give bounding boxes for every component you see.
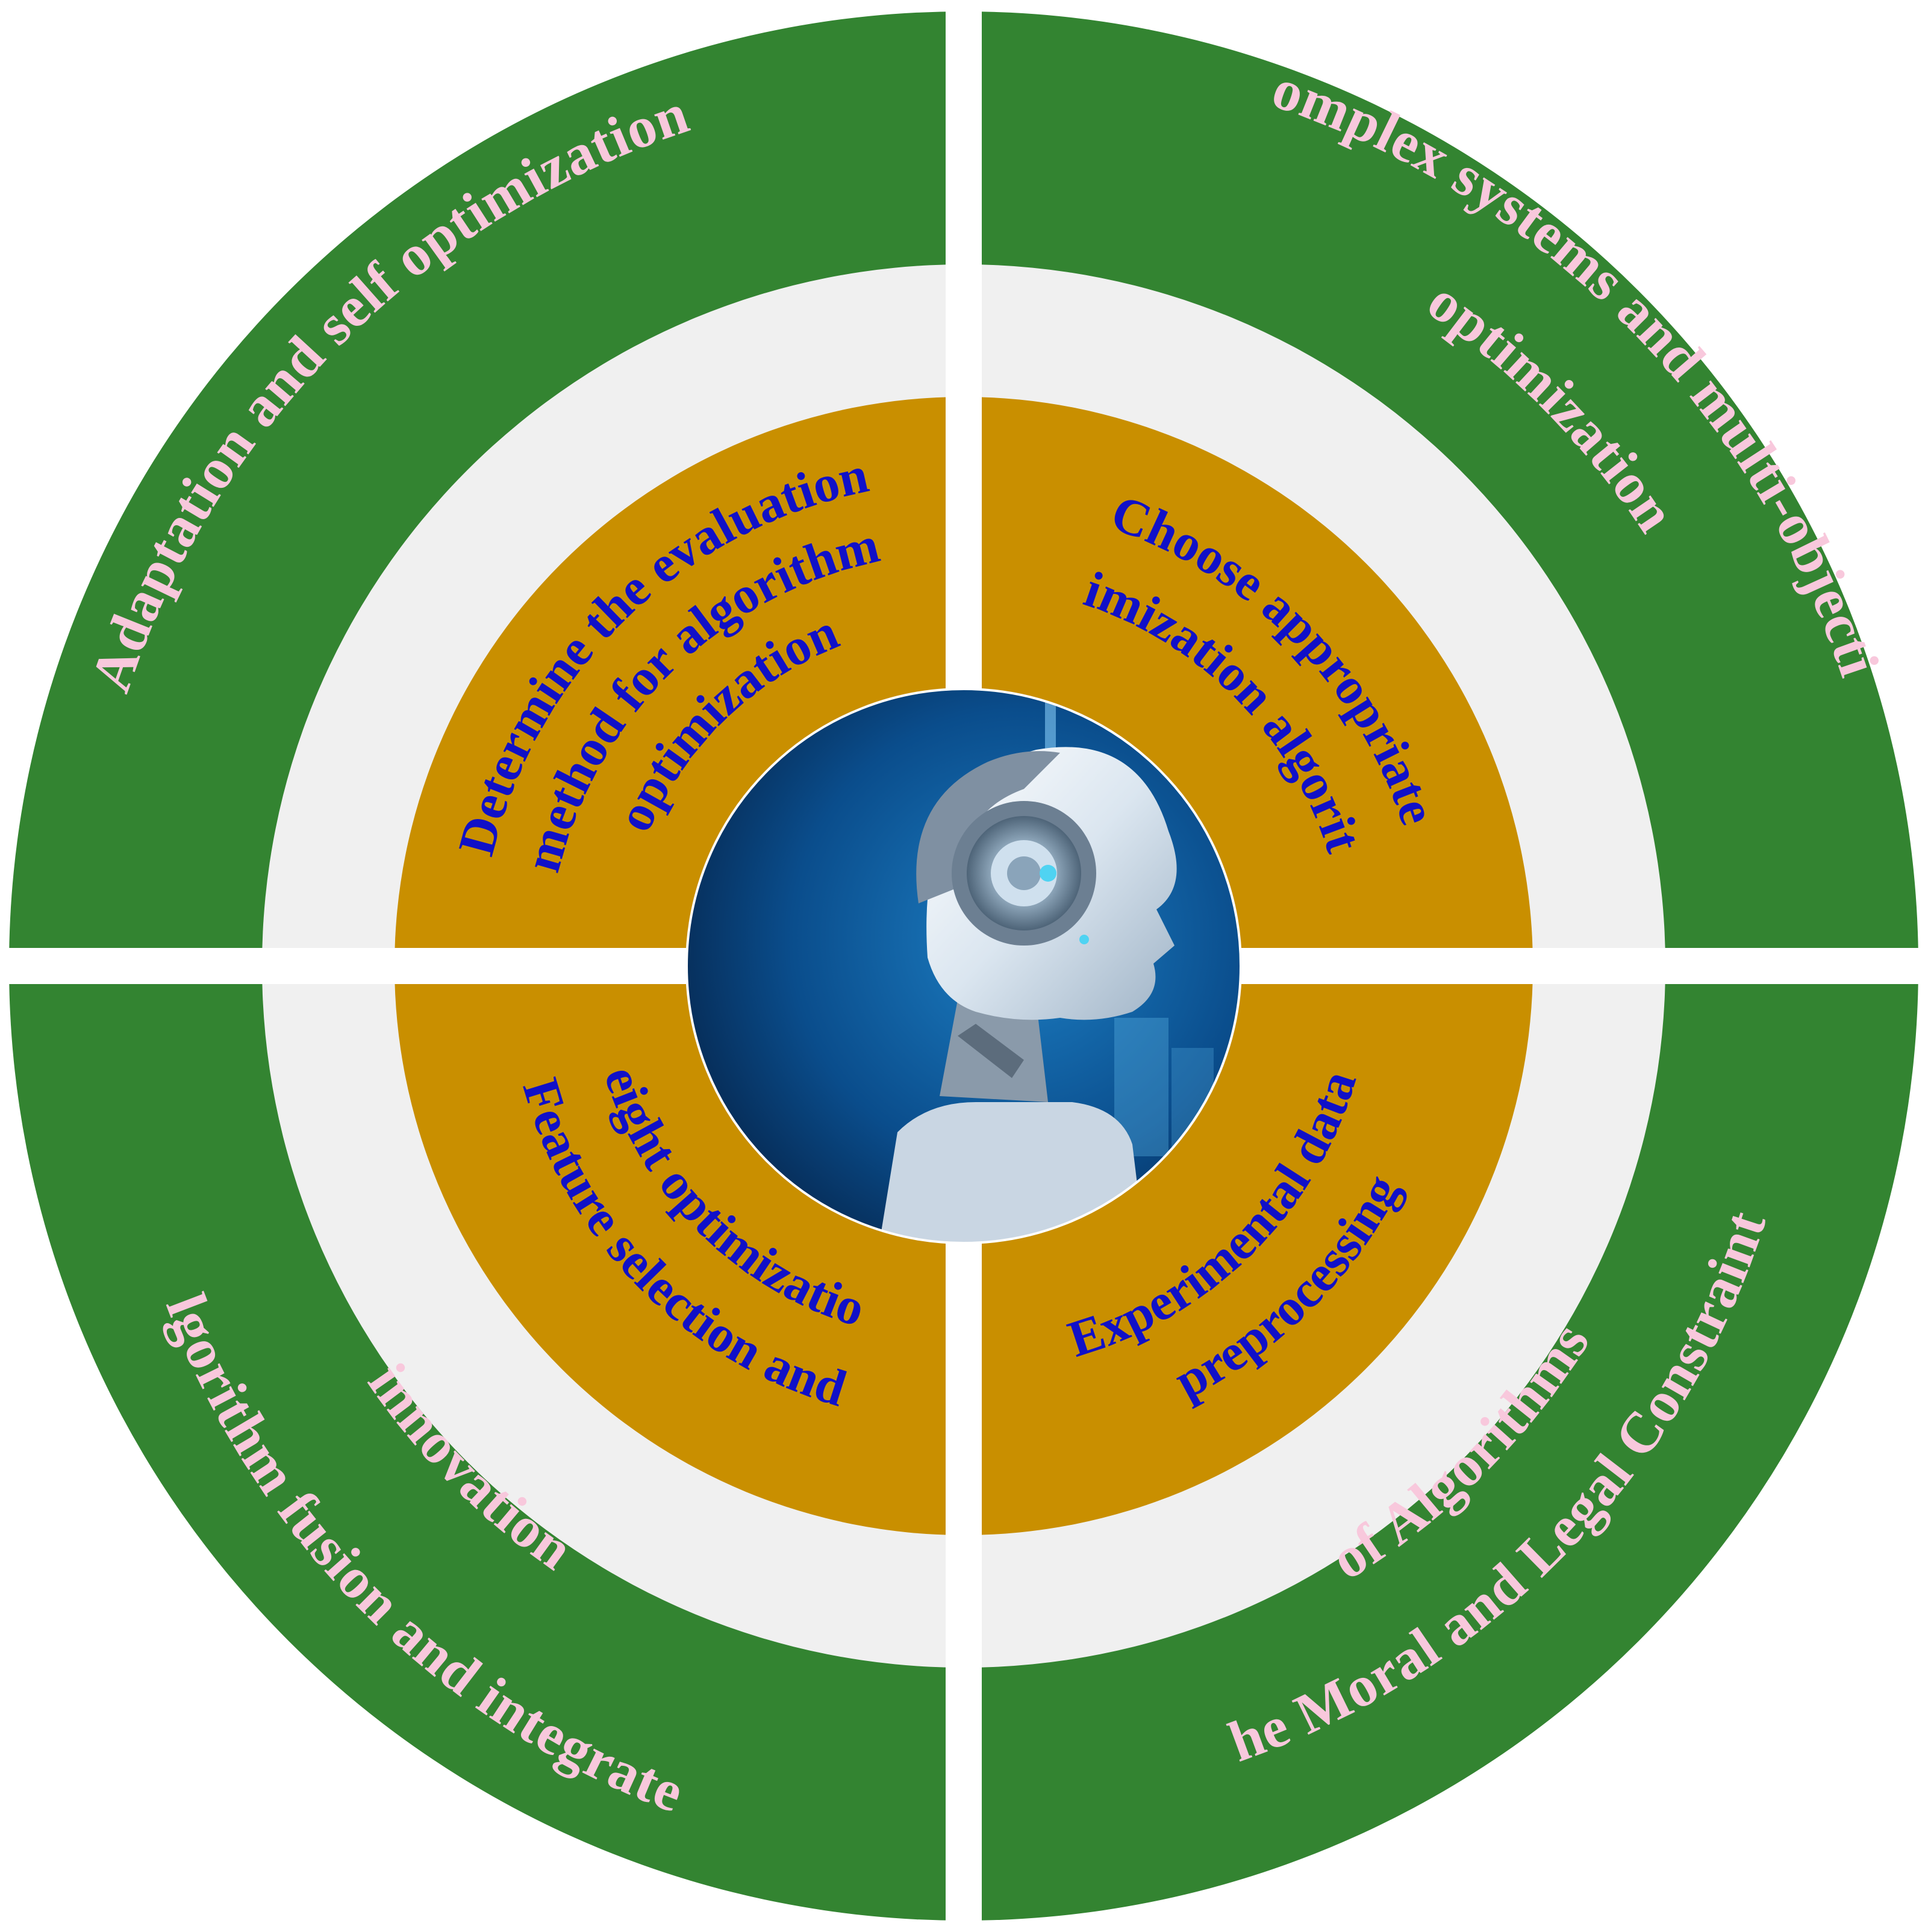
robot-head-icon: [685, 688, 1242, 1244]
